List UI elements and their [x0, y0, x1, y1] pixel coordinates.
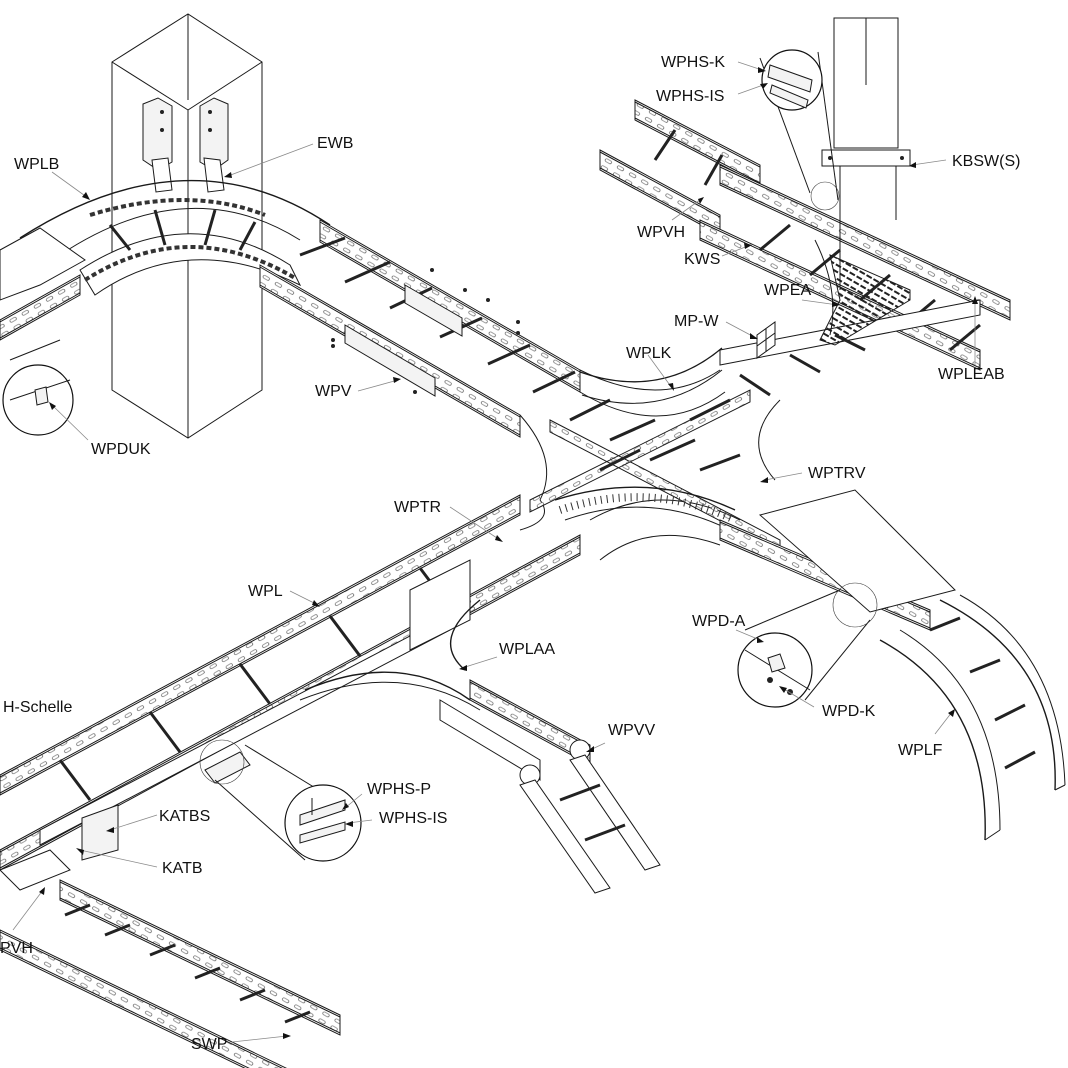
label-swp: SWP: [191, 1036, 227, 1053]
label-mp-w: MP-W: [674, 313, 719, 330]
label-wphs-k: WPHS-K: [661, 54, 725, 71]
label-h-schelle: H-Schelle: [3, 699, 72, 716]
label-wpleab: WPLEAB: [938, 366, 1005, 383]
detail-view-wphs-top: [759, 49, 840, 211]
vertical-bend-wpvv: [439, 679, 661, 894]
label-wphs-is-top: WPHS-IS: [656, 88, 724, 105]
label-wptr: WPTR: [394, 499, 441, 516]
label-wpea: WPEA: [764, 282, 811, 299]
label-wpd-k: WPD-K: [822, 703, 876, 720]
detail-view-wpd: [737, 582, 878, 708]
ladder-run-bottom: [0, 804, 341, 1068]
cover-plate-right: [758, 489, 956, 613]
ladder-run-left-top: [0, 274, 81, 341]
label-kbsw-s: KBSW(S): [952, 153, 1020, 170]
ladder-run-upper: [259, 219, 581, 438]
label-wpv: WPV: [315, 383, 352, 400]
part-labels: WPLB EWB WPHS-K WPHS-IS KBSW(S) WPVH KWS…: [0, 54, 1020, 1053]
bend-wplaa: [299, 599, 481, 711]
cover-left: [0, 227, 86, 301]
leader-lines: [12, 61, 978, 1043]
plate-wpea: [814, 239, 911, 346]
label-wpvh-top: WPVH: [637, 224, 685, 241]
label-katb: KATB: [162, 860, 203, 877]
label-wplk: WPLK: [626, 345, 672, 362]
label-wptrv: WPTRV: [808, 465, 866, 482]
label-katbs: KATBS: [159, 808, 210, 825]
plate-mp-w: [756, 321, 776, 359]
wall-bracket-ewb: [142, 97, 229, 193]
label-wpvh-bottom: PVH: [0, 940, 33, 957]
label-wpduk: WPDUK: [91, 441, 151, 458]
label-kws: KWS: [684, 251, 720, 268]
label-wpvv: WPVV: [608, 722, 655, 739]
support-column-kbsw: [821, 17, 911, 290]
bend-wplb: [19, 179, 331, 296]
concrete-column: [111, 13, 263, 439]
bend-wptr: [554, 486, 737, 561]
label-wplf: WPLF: [898, 742, 943, 759]
label-wpl: WPL: [248, 583, 283, 600]
ladder-run-lower-left: [0, 494, 581, 871]
label-wphs-p: WPHS-P: [367, 781, 431, 798]
label-wplaa: WPLAA: [499, 641, 555, 658]
label-ewb: EWB: [317, 135, 353, 152]
h-beam: [204, 751, 251, 784]
label-wpd-a: WPD-A: [692, 613, 746, 630]
label-wplb: WPLB: [14, 156, 59, 173]
cross-piece: [519, 369, 781, 553]
bend-wplk: [579, 347, 723, 404]
label-wphs-is-bottom: WPHS-IS: [379, 810, 447, 827]
detail-view-wphs-bottom: [199, 739, 362, 862]
detail-view-wpduk: [2, 339, 74, 436]
